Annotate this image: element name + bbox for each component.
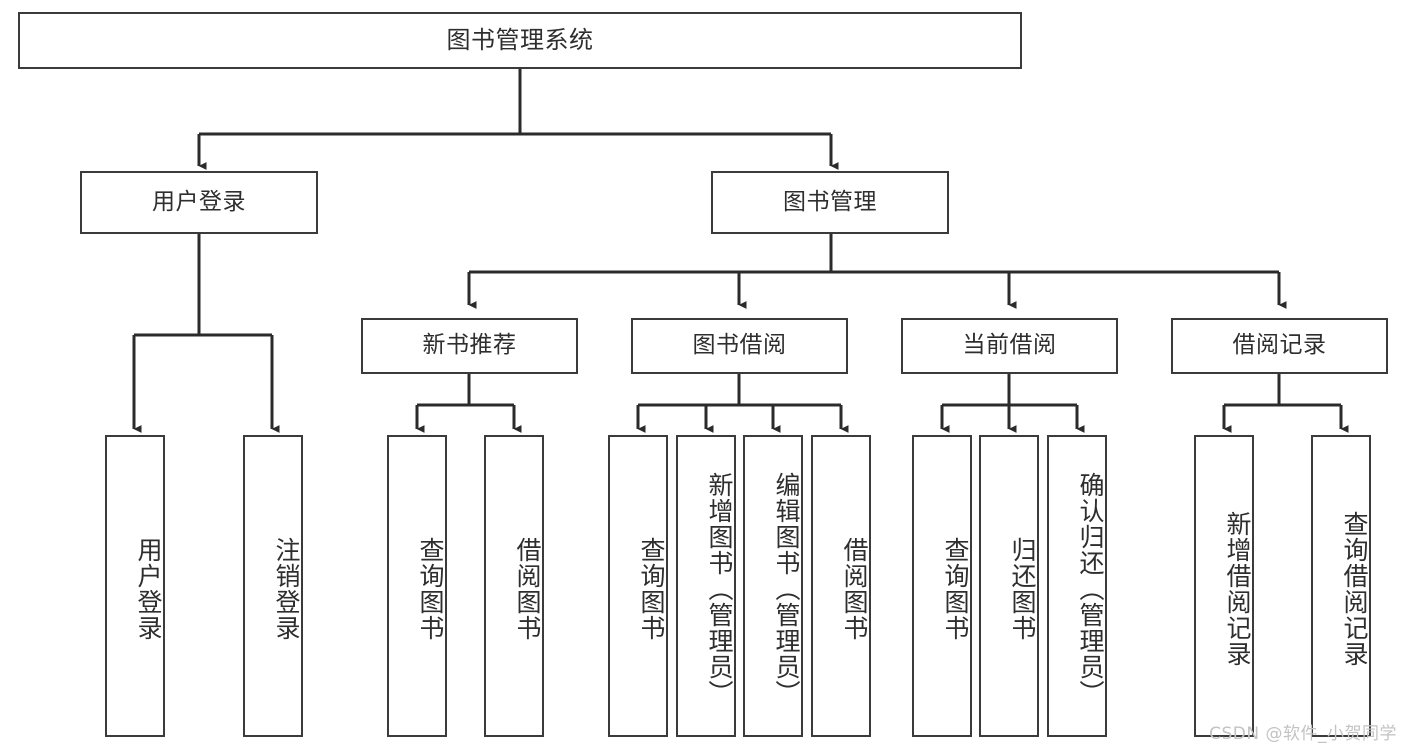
node-leaf-borrow-book-1[interactable]: 借阅图书 (484, 435, 544, 737)
csdn-watermark: CSDN @软件_小贺同学 (1209, 724, 1397, 744)
node-leaf-return-book[interactable]: 归还图书 (979, 435, 1039, 737)
node-root-system[interactable]: 图书管理系统 (18, 12, 1022, 69)
node-label: 注销登录 (272, 537, 301, 641)
node-label: 查询图书 (416, 537, 445, 641)
node-label: 查询图书 (637, 537, 666, 641)
node-label: 用户登录 (152, 188, 246, 215)
node-leaf-query-book-2[interactable]: 查询图书 (608, 435, 668, 737)
node-leaf-confirm-return[interactable]: 确认归还（管理员） (1047, 435, 1107, 737)
node-label: 查询图书 (941, 537, 970, 641)
node-leaf-query-record[interactable]: 查询借阅记录 (1311, 435, 1371, 737)
node-book-borrow[interactable]: 图书借阅 (631, 318, 848, 374)
node-label: 确认归还（管理员） (1076, 472, 1105, 706)
node-label: 借阅图书 (513, 537, 542, 641)
node-label: 用户登录 (134, 537, 163, 641)
node-label: 借阅记录 (1232, 332, 1327, 359)
node-leaf-user-logout[interactable]: 注销登录 (243, 435, 303, 737)
node-leaf-add-record[interactable]: 新增借阅记录 (1194, 435, 1254, 737)
node-label: 新增图书（管理员） (705, 472, 734, 706)
node-label: 图书借阅 (692, 332, 787, 359)
node-leaf-borrow-book-2[interactable]: 借阅图书 (811, 435, 871, 737)
node-leaf-query-book-3[interactable]: 查询图书 (912, 435, 972, 737)
node-label: 归还图书 (1008, 537, 1037, 641)
node-current-borrow[interactable]: 当前借阅 (901, 318, 1118, 374)
node-book-management[interactable]: 图书管理 (711, 171, 949, 234)
node-label: 图书管理系统 (446, 26, 594, 55)
node-label: 编辑图书（管理员） (772, 472, 801, 706)
node-leaf-edit-book[interactable]: 编辑图书（管理员） (743, 435, 803, 737)
node-new-book-recommend[interactable]: 新书推荐 (361, 318, 578, 374)
node-label: 图书管理 (783, 188, 877, 215)
node-leaf-query-book-1[interactable]: 查询图书 (387, 435, 447, 737)
node-label: 当前借阅 (962, 332, 1057, 359)
node-label: 查询借阅记录 (1340, 511, 1369, 667)
node-leaf-add-book[interactable]: 新增图书（管理员） (676, 435, 736, 737)
node-label: 借阅图书 (840, 537, 869, 641)
node-label: 新增借阅记录 (1223, 511, 1252, 667)
node-borrow-record[interactable]: 借阅记录 (1171, 318, 1388, 374)
node-leaf-user-login[interactable]: 用户登录 (105, 435, 165, 737)
node-label: 新书推荐 (422, 332, 517, 359)
node-user-login[interactable]: 用户登录 (80, 171, 318, 234)
